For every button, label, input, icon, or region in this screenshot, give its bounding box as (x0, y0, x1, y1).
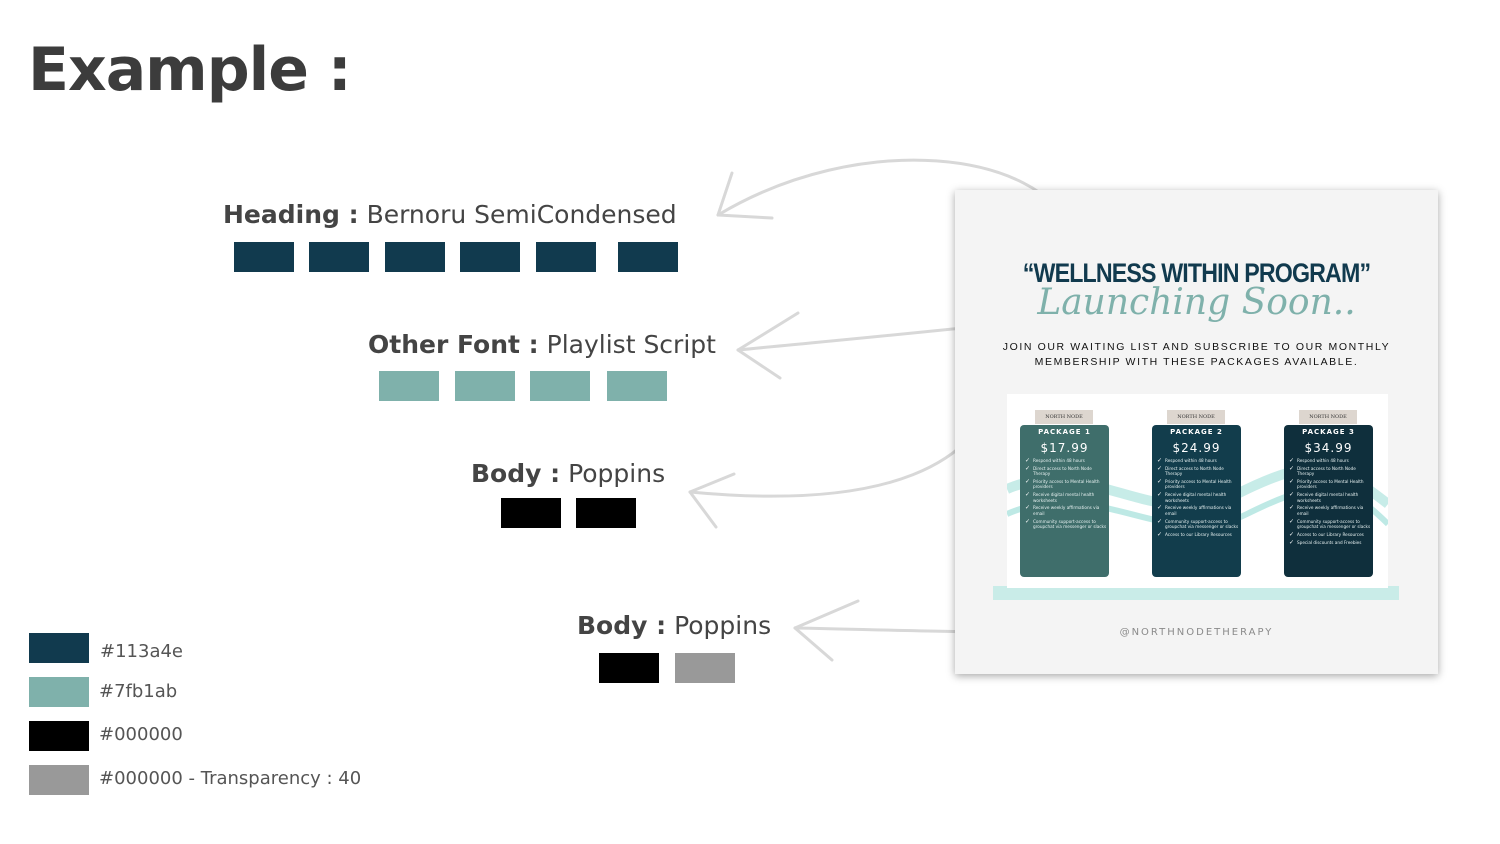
social-handle: @NORTHNODETHERAPY (1119, 627, 1274, 638)
color-swatch (675, 653, 735, 683)
palette-swatch (29, 677, 89, 707)
spec-key: Heading : (223, 200, 359, 229)
body-font-spec-alt: Body : Poppins (577, 611, 771, 641)
feature-item: Receive digital mental health worksheets (1289, 492, 1371, 503)
brand-tag: NORTH NODE (1299, 410, 1357, 424)
arrow-body-1-head (688, 472, 736, 529)
package-name: PACKAGE 3 (1302, 428, 1355, 436)
spec-key: Other Font : (368, 330, 539, 359)
color-swatch (309, 242, 369, 272)
brand-tag: NORTH NODE (1167, 410, 1225, 424)
packages-panel: NORTH NODE PACKAGE 1 $17.99 Respond with… (1007, 394, 1388, 588)
palette-label: #7fb1ab (99, 681, 178, 702)
heading-font-spec: Heading : Bernoru SemiCondensed (223, 200, 677, 230)
package-price: $24.99 (1172, 441, 1221, 455)
flyer-script-text: Launching Soon.. (1037, 282, 1356, 323)
feature-item: Community support-access to groupchat vi… (1157, 519, 1239, 530)
feature-item: Special discounts and Freebies (1289, 540, 1371, 546)
palette-swatch (29, 633, 89, 663)
spec-value: Poppins (674, 611, 772, 640)
feature-item: Receive weekly affirmations via email (1157, 505, 1239, 516)
example-flyer: “WELLNESS WITHIN PROGRAM” Launching Soon… (955, 190, 1438, 674)
palette-label: #113a4e (100, 641, 183, 662)
color-swatch (530, 371, 590, 401)
palette-label: #000000 - Transparency : 40 (99, 768, 362, 789)
color-swatch (607, 371, 667, 401)
color-swatch (618, 242, 678, 272)
flyer-heading: “WELLNESS WITHIN PROGRAM” (1022, 258, 1371, 288)
feature-item: Respond within 48 hours (1025, 458, 1107, 464)
feature-item: Respond within 48 hours (1289, 458, 1371, 464)
flyer-subtitle-line: MEMBERSHIP WITH THESE PACKAGES AVAILABLE… (1034, 356, 1359, 368)
color-swatch (599, 653, 659, 683)
color-swatch (460, 242, 520, 272)
brand-tag: NORTH NODE (1035, 410, 1093, 424)
package-price: $17.99 (1040, 441, 1089, 455)
arrow-other-font-head (736, 311, 800, 380)
arrow-body-2-head (793, 599, 860, 662)
package-name: PACKAGE 1 (1038, 428, 1091, 436)
feature-item: Priority access to Mental Health provide… (1157, 479, 1239, 490)
package-card: NORTH NODE PACKAGE 1 $17.99 Respond with… (1020, 410, 1109, 577)
spec-value: Playlist Script (546, 330, 716, 359)
feature-item: Receive weekly affirmations via email (1289, 505, 1371, 516)
package-name: PACKAGE 2 (1170, 428, 1223, 436)
color-swatch (385, 242, 445, 272)
feature-list: Respond within 48 hours Direct access to… (1289, 458, 1371, 547)
feature-item: Direct access to North Node Therapy (1157, 466, 1239, 477)
color-swatch (501, 498, 561, 528)
feature-item: Respond within 48 hours (1157, 458, 1239, 464)
arrow-heading-head (716, 171, 774, 220)
feature-item: Receive digital mental health worksheets (1157, 492, 1239, 503)
feature-item: Direct access to North Node Therapy (1289, 466, 1371, 477)
flyer-subtitle: JOIN OUR WAITING LIST AND SUBSCRIBE TO O… (985, 340, 1408, 370)
feature-item: Community support-access to groupchat vi… (1025, 519, 1107, 530)
color-swatch (379, 371, 439, 401)
feature-item: Receive weekly affirmations via email (1025, 505, 1107, 516)
color-swatch (234, 242, 294, 272)
package-price: $34.99 (1304, 441, 1353, 455)
spec-value: Poppins (568, 459, 666, 488)
color-swatch (576, 498, 636, 528)
feature-item: Direct access to North Node Therapy (1025, 466, 1107, 477)
feature-item: Access to our Library Resources (1157, 532, 1239, 538)
feature-item: Priority access to Mental Health provide… (1289, 479, 1371, 490)
page-title: Example : (28, 35, 352, 105)
feature-item: Priority access to Mental Health provide… (1025, 479, 1107, 490)
package-card: NORTH NODE PACKAGE 2 $24.99 Respond with… (1152, 410, 1241, 577)
palette-swatch (29, 721, 89, 751)
palette-label: #000000 (99, 724, 183, 745)
feature-list: Respond within 48 hours Direct access to… (1157, 458, 1239, 540)
feature-item: Access to our Library Resources (1289, 532, 1371, 538)
panel-band (993, 586, 1399, 600)
spec-value: Bernoru SemiCondensed (366, 200, 677, 229)
spec-key: Body : (577, 611, 667, 640)
body-font-spec: Body : Poppins (471, 459, 665, 489)
package-card: NORTH NODE PACKAGE 3 $34.99 Respond with… (1284, 410, 1373, 577)
color-swatch (536, 242, 596, 272)
color-swatch (455, 371, 515, 401)
feature-item: Community support-access to groupchat vi… (1289, 519, 1371, 530)
spec-key: Body : (471, 459, 561, 488)
feature-item: Receive digital mental health worksheets (1025, 492, 1107, 503)
feature-list: Respond within 48 hours Direct access to… (1025, 458, 1107, 532)
other-font-spec: Other Font : Playlist Script (368, 330, 716, 360)
palette-swatch (29, 765, 89, 795)
flyer-subtitle-line: JOIN OUR WAITING LIST AND SUBSCRIBE TO O… (1002, 341, 1391, 353)
